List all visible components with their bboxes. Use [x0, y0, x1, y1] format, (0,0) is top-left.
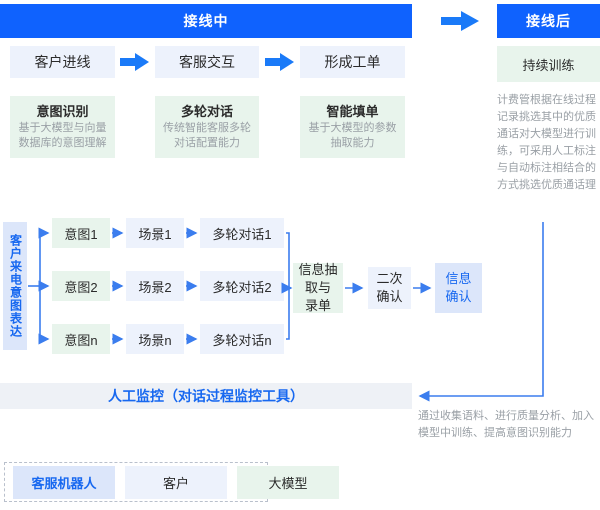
legend: 客服机器人 客户 大模型	[4, 462, 339, 502]
flow-node-scene-2[interactable]: 场景2	[126, 271, 184, 301]
capability-card-1: 意图识别 基于大模型与向量 数据库的意图理解	[10, 96, 115, 158]
step-box-1[interactable]: 客户进线	[10, 46, 115, 78]
training-note-text: 计费管根据在线过程记录挑选其中的优质通话对大模型进行训练，可采用人工标注与自动标…	[497, 94, 596, 191]
flow-node-info-confirm[interactable]: 信息 确认	[435, 263, 482, 313]
capability-title: 多轮对话	[180, 104, 233, 119]
phase-header-during: 接线中	[0, 4, 412, 38]
flow-node-intent-n[interactable]: 意图n	[52, 324, 110, 354]
info-extract-line2: 取与	[304, 280, 331, 295]
flow-node-intent-2[interactable]: 意图2	[52, 271, 110, 301]
capability-title: 智能填单	[326, 104, 379, 119]
flow-node-dialog-1[interactable]: 多轮对话1	[200, 218, 284, 248]
info-extract-line3: 录单	[304, 298, 331, 313]
info-confirm-line1: 信息	[445, 271, 472, 286]
feedback-note-text: 通过收集语料、进行质量分析、加入模型中训练、提高意图识别能力	[418, 410, 594, 439]
capability-desc-line1: 基于大模型与向量	[18, 122, 107, 134]
continuous-training-box: 持续训练	[497, 46, 600, 82]
capability-title: 意图识别	[36, 104, 89, 119]
info-extract-line1: 信息抽	[298, 262, 338, 277]
capability-desc-line2: 对话配置能力	[174, 137, 240, 149]
chevron-right-arrow-icon	[441, 10, 481, 32]
capability-card-2: 多轮对话 传统智能客服多轮 对话配置能力	[155, 96, 259, 158]
flow-node-intent-1[interactable]: 意图1	[52, 218, 110, 248]
legend-item-model: 大模型	[237, 465, 339, 499]
capability-desc-line1: 基于大模型的参数	[308, 122, 397, 134]
flow-node-dialog-2[interactable]: 多轮对话2	[200, 271, 284, 301]
legend-item-bot: 客服机器人	[13, 465, 115, 499]
chevron-right-arrow-icon-2	[265, 52, 295, 72]
capability-desc-line2: 抽取能力	[330, 137, 375, 149]
capability-desc-line2: 数据库的意图理解	[18, 137, 107, 149]
second-confirm-line1: 二次	[376, 271, 403, 286]
step-box-2[interactable]: 客服交互	[155, 46, 259, 78]
flow-node-dialog-n[interactable]: 多轮对话n	[200, 324, 284, 354]
chevron-right-arrow-icon-1	[120, 52, 150, 72]
step-box-3[interactable]: 形成工单	[300, 46, 405, 78]
capability-card-3: 智能填单 基于大模型的参数 抽取能力	[300, 96, 405, 158]
manual-monitoring-bar: 人工监控（对话过程监控工具）	[0, 383, 412, 409]
info-confirm-line2: 确认	[445, 289, 472, 304]
legend-item-customer: 客户	[125, 465, 227, 499]
flow-node-info-extract[interactable]: 信息抽 取与 录单	[293, 262, 343, 313]
flow-node-second-confirm[interactable]: 二次 确认	[368, 267, 411, 309]
flow-node-scene-1[interactable]: 场景1	[126, 218, 184, 248]
vertical-label-customer-intent: 客户来电意图表达	[3, 222, 27, 350]
flow-node-scene-n[interactable]: 场景n	[126, 324, 184, 354]
phase-header-after: 接线后	[497, 4, 600, 38]
second-confirm-line2: 确认	[376, 289, 403, 304]
capability-desc-line1: 传统智能客服多轮	[163, 122, 251, 134]
